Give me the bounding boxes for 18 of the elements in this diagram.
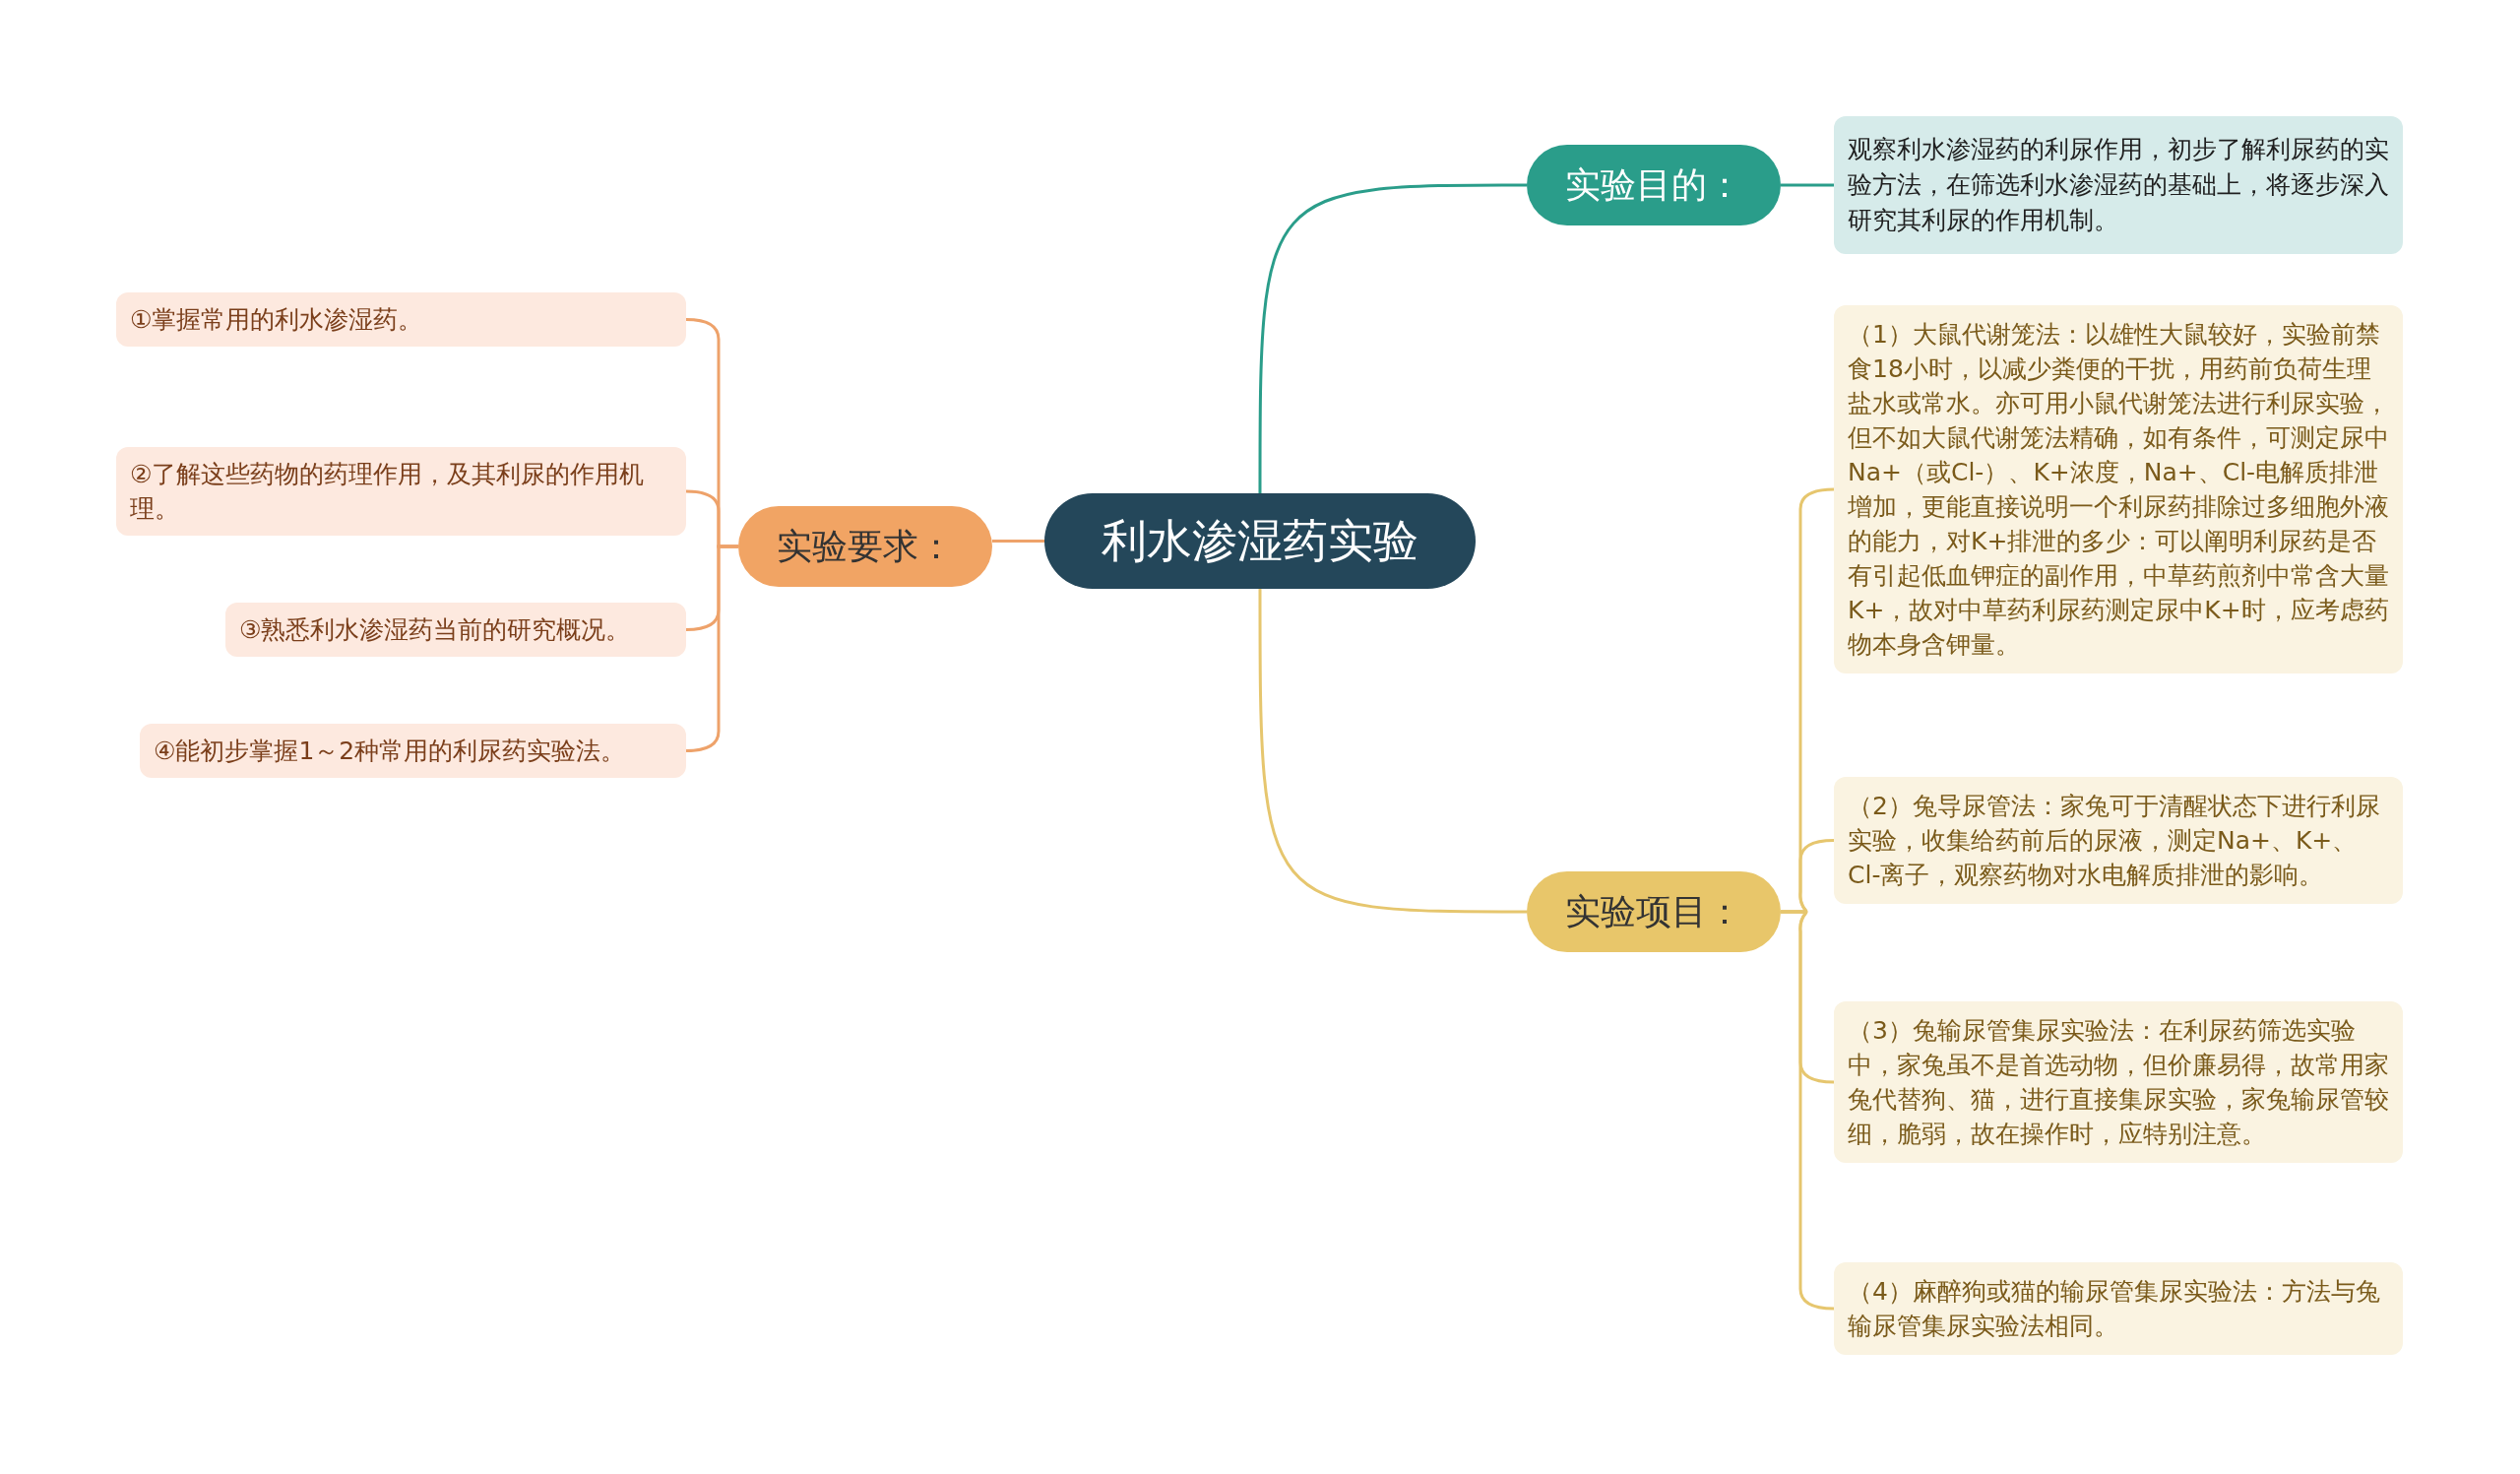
connector-line	[992, 540, 1044, 543]
branch-topic: 实验要求：	[738, 506, 992, 587]
topic-card: （2）兔导尿管法：家兔可于清醒状态下进行利尿实验，收集给药前后的尿液，测定Na+、K+、Cl-离子，观察药物对水电解质排泄的影响。	[1834, 777, 2403, 904]
topic-card: ③熟悉利水渗湿药当前的研究概况。	[225, 603, 686, 657]
connector-line	[1781, 183, 1834, 187]
connector-line	[1258, 183, 1527, 493]
topic-card: ①掌握常用的利水渗湿药。	[116, 292, 686, 347]
topic-card: 观察利水渗湿药的利尿作用，初步了解利尿药的实验方法，在筛选利水渗湿药的基础上，将逐步深入研究其利尿的作用机制。	[1834, 116, 2403, 254]
topic-card: （1）大鼠代谢笼法：以雄性大鼠较好，实验前禁食18小时，以减少粪便的干扰，用药前负荷生理盐水或常水。亦可用小鼠代谢笼法进行利尿实验，但不如大鼠代谢笼法精确，如有条件，可测定尿中Na+（或Cl-）、K+浓度，Na+、Cl-电解质排泄增加，更能直接说明一个利尿药排除过多细胞外液的能力，对K+排泄的多少：可以阐明利尿药是否有引起低血钾症的副作用，中草药煎剂中常含大量K+，故对中草药利尿药测定尿中K+时，应考虑药物本身含钾量。	[1834, 305, 2403, 673]
topic-card: ②了解这些药物的药理作用，及其利尿的作用机理。	[116, 447, 686, 536]
root-topic: 利水渗湿药实验	[1044, 493, 1476, 589]
topic-card: （4）麻醉狗或猫的输尿管集尿实验法：方法与兔输尿管集尿实验法相同。	[1834, 1262, 2403, 1355]
topic-card: （3）兔输尿管集尿实验法：在利尿药筛选实验中，家兔虽不是首选动物，但价廉易得，故常用家兔代替狗、猫，进行直接集尿实验，家兔输尿管较细，脆弱，故在操作时，应特别注意。	[1834, 1001, 2403, 1163]
connector-line	[1781, 910, 1835, 1311]
topic-card: ④能初步掌握1～2种常用的利尿药实验法。	[140, 724, 686, 778]
branch-topic: 实验项目：	[1527, 871, 1781, 952]
connector-line	[1258, 589, 1527, 914]
branch-topic: 实验目的：	[1527, 145, 1781, 225]
